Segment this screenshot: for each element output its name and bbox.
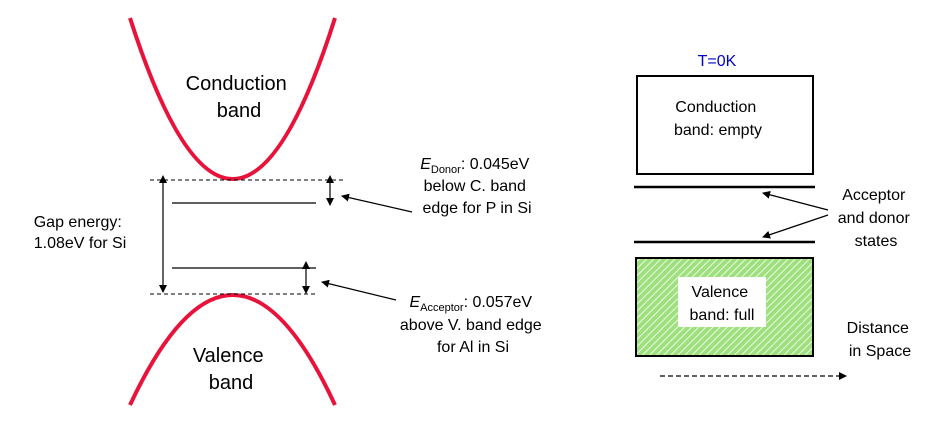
valence-box-label: Valence band: full: [690, 284, 755, 324]
states-pointer-upper: [762, 190, 829, 211]
states-pointer-lower: [762, 214, 829, 239]
conduction-band-box: [636, 75, 814, 175]
conduction-band-curve: [128, 17, 337, 181]
valence-band-curve: [128, 293, 337, 406]
conduction-band-label: Conduction band: [186, 73, 293, 122]
acceptor-pointer-arrow: [321, 279, 397, 301]
donor-pointer-arrow: [341, 193, 413, 213]
donor-energy-label: EDonor: 0.045eV below C. band edge for P…: [420, 156, 534, 217]
gap-energy-label: Gap energy: 1.08eV for Si: [34, 214, 127, 252]
states-label: Acceptor and donor states: [838, 187, 915, 250]
acceptor-energy-label: EAcceptor: 0.057eV above V. band edge fo…: [400, 294, 546, 356]
valence-band-label: Valence band: [193, 345, 269, 394]
temperature-label: T=0K: [698, 53, 737, 70]
valence-label-background: [678, 277, 766, 327]
conduction-box-label: Conduction band: empty: [674, 99, 762, 139]
distance-label: Distance in Space: [847, 320, 914, 360]
